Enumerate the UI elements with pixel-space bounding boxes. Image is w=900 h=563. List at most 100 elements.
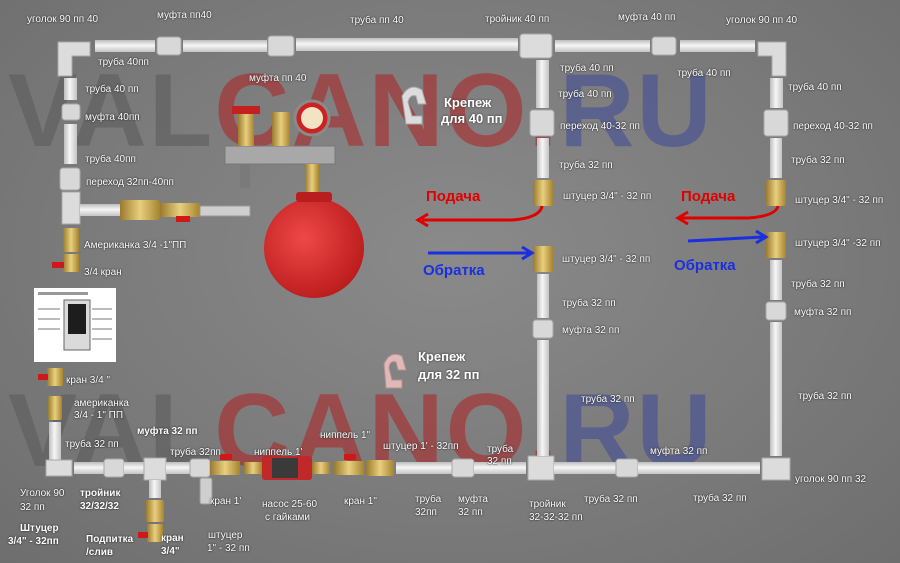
pipe-top-4	[555, 40, 650, 52]
pipe-mid-3	[537, 274, 549, 318]
label-elbow-32-left-a: Уголок 90	[20, 488, 65, 499]
pipe-bottom-3	[166, 462, 190, 474]
pipe-top-3	[296, 38, 518, 51]
label-pump-a: насос 25-60	[262, 499, 318, 510]
label-coupling-small-b: 32 пп	[458, 507, 483, 518]
supply-arrow-1-head	[415, 212, 429, 228]
coupling-top-3	[651, 36, 677, 56]
pipe-top-2	[183, 40, 267, 52]
pipe-bottom-4	[396, 462, 452, 474]
label-adapter-1-32: штуцер 1' - 32пп	[383, 441, 459, 452]
pipe-left-2	[64, 124, 77, 164]
label-pipe-32-bottom-a: труба 32 пп	[65, 439, 119, 450]
label-adapter-mid-supply: штуцер 3/4" - 32 пп	[563, 191, 652, 202]
label-pipe-32-mid: труба 32 пп	[559, 160, 613, 171]
elbow-top-right	[757, 41, 787, 77]
elbow-bottom-left	[45, 459, 73, 477]
valve-1b-handle	[344, 454, 356, 460]
coupling-bottom-3	[615, 458, 639, 478]
supply-arrow-2	[680, 205, 780, 220]
label-pump-b: с гайками	[265, 512, 310, 523]
valve-34-left	[63, 254, 79, 272]
manifold	[224, 145, 336, 165]
coupling-bottom-1	[103, 458, 125, 478]
label-american-lower-b: 3/4 - 1" ПП	[74, 410, 124, 421]
label-pipe-32-right-b: труба 32 пп	[791, 279, 845, 290]
union-left	[120, 200, 160, 220]
valve-drain	[147, 524, 163, 542]
pipe-bottom-7	[638, 462, 760, 474]
pipe-right-4	[770, 322, 782, 456]
air-vent	[272, 112, 290, 146]
return-arrow-1-head	[521, 245, 535, 261]
manifold-leg	[240, 164, 250, 188]
return-arrow-2-head	[755, 229, 769, 245]
pipe-left-branch	[80, 204, 120, 216]
label-valve-1b: кран 1"	[344, 496, 377, 507]
elbow-bottom-right	[761, 457, 791, 481]
bracket-left	[199, 205, 251, 217]
label-reducer-right: переход 40-32 пп	[793, 121, 873, 132]
valve-34-lower	[47, 368, 63, 386]
clip-40	[401, 86, 427, 125]
pipe-left-lower	[49, 422, 61, 460]
label-pipe-32-bottom-e: труба 32 пп	[693, 493, 747, 504]
gauge-face	[301, 107, 323, 129]
valve-34-handle	[52, 262, 64, 268]
label-adapter-mid-return: штуцер 3/4" - 32 пп	[562, 254, 651, 265]
expansion-tank	[264, 198, 364, 298]
union-lower	[48, 396, 62, 420]
pipe-mid-4	[537, 340, 549, 456]
label-coupling-small-a: муфта	[458, 494, 488, 505]
label-elbow-32-right: уголок 90 пп 32	[795, 474, 867, 485]
label-valve-34-lower: кран 3/4 "	[66, 375, 111, 386]
label-return-2: Обратка	[674, 257, 736, 274]
label-pipe-32pp-a: труба	[415, 494, 442, 505]
safety-valve-cap	[232, 106, 260, 114]
label-pipe-32-right-c: труба 32 пп	[798, 391, 852, 402]
valve-1-bottom	[210, 461, 240, 475]
coupling-right	[765, 301, 787, 321]
label-coupling-32-bottom-right: муфта 32 пп	[650, 446, 708, 457]
label-coupling-40-b: муфта 40пп	[85, 112, 140, 123]
label-reducer-32-40: переход 32пп-40пп	[86, 177, 174, 188]
manual-line-7	[92, 338, 112, 340]
label-pipe-40-g: труба 40пп	[85, 154, 136, 165]
manual-line-3	[38, 328, 60, 330]
label-fastener-40-a: Крепеж	[444, 95, 492, 110]
tee-top	[519, 33, 553, 59]
label-pipe-40-d: труба 40 пп	[85, 84, 139, 95]
pipe-bottom-5	[474, 462, 526, 474]
label-pipe-32-mid-c: труба 32 пп	[581, 394, 635, 405]
label-nipple-1a: ниппель 1'	[254, 447, 303, 458]
adapter-right-supply	[766, 180, 786, 206]
elbow-top-left	[57, 41, 91, 77]
watermark-part-a: VAL	[8, 53, 215, 169]
label-coupling-32-bottom: муфта 32 пп	[137, 426, 198, 437]
label-elbow-40-right: уголок 90 пп 40	[726, 15, 798, 26]
pipe-right-1	[770, 78, 783, 108]
pipe-left-1	[64, 78, 77, 100]
label-pipe-32-bottom-b: труба 32пп	[170, 447, 221, 458]
label-coupling-40: муфта 40 пп	[618, 12, 676, 23]
boiler-manual-drawing	[38, 292, 112, 351]
label-pipe-bottom-c-a: труба	[487, 444, 514, 455]
label-return-1: Обратка	[423, 262, 485, 279]
manual-line-2	[38, 318, 60, 320]
adapter-1-32	[366, 460, 394, 476]
label-elbow-40-left: уголок 90 пп 40	[27, 14, 99, 25]
manual-title-line	[38, 292, 88, 295]
fitting-bottom-1	[189, 458, 211, 478]
label-adapter-1-32-lower-a: штуцер	[208, 530, 243, 541]
pipe-top-5	[680, 40, 755, 52]
reducer-left	[59, 167, 81, 191]
tee-bottom-right	[527, 455, 555, 481]
pipe-mid-2	[537, 138, 549, 178]
coupling-mid	[532, 319, 554, 339]
label-tee-32-right-a: тройник	[529, 499, 566, 510]
label-supply-2: Подача	[681, 188, 736, 205]
union-american	[63, 228, 79, 252]
tank-connector	[305, 164, 319, 194]
